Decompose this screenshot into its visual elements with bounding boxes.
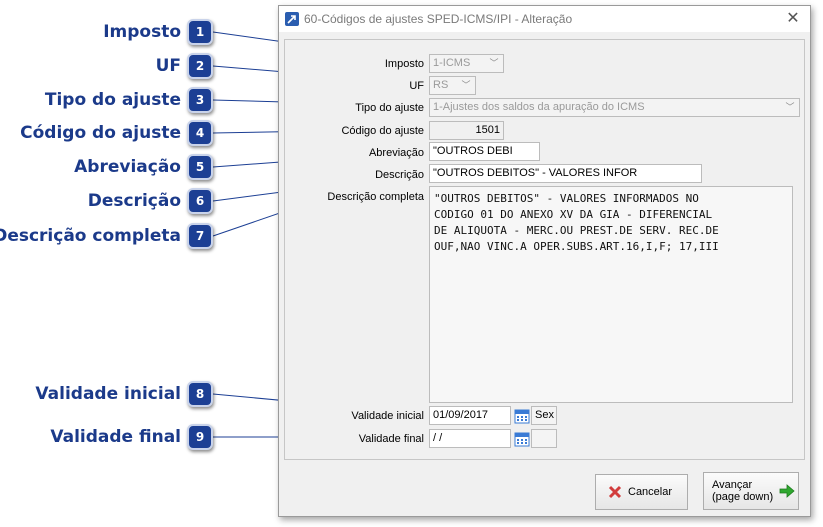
- callout-label-descricao-completa: Descrição completa: [0, 226, 181, 246]
- calendar-icon[interactable]: [514, 408, 530, 424]
- callout-label-validade-final: Validade final: [50, 427, 181, 447]
- uf-value: RS: [433, 79, 448, 91]
- callout-badge-1: 1: [187, 19, 213, 45]
- cancel-button-label: Cancelar: [628, 486, 672, 498]
- callout-label-codigo-ajuste: Código do ajuste: [20, 123, 181, 143]
- validade-final-label: Validade final: [359, 433, 424, 445]
- callout-label-imposto: Imposto: [103, 22, 181, 42]
- uf-label: UF: [409, 80, 424, 92]
- next-button-line1: Avançar: [712, 479, 773, 491]
- next-button-line2: (page down): [712, 491, 773, 503]
- dialog-window: 60-Códigos de ajustes SPED-ICMS/IPI - Al…: [278, 5, 811, 517]
- app-icon: [285, 12, 299, 26]
- abreviacao-label: Abreviação: [369, 147, 424, 159]
- title-bar[interactable]: 60-Códigos de ajustes SPED-ICMS/IPI - Al…: [279, 6, 810, 32]
- imposto-label: Imposto: [385, 58, 424, 70]
- callout-badge-9: 9: [187, 424, 213, 450]
- tipo-ajuste-select[interactable]: 1-Ajustes dos saldos da apuração do ICMS…: [429, 98, 800, 117]
- callout-label-abreviacao: Abreviação: [74, 157, 181, 177]
- abreviacao-field[interactable]: "OUTROS DEBI: [429, 142, 540, 161]
- close-icon[interactable]: ✕: [782, 9, 804, 29]
- callout-badge-6: 6: [187, 188, 213, 214]
- callout-badge-2: 2: [187, 53, 213, 79]
- chevron-down-icon[interactable]: ﹀: [459, 78, 473, 93]
- cancel-button[interactable]: Cancelar: [595, 474, 688, 510]
- callout-label-uf: UF: [156, 56, 181, 76]
- validade-inicial-weekday: Sex: [531, 406, 557, 425]
- descricao-completa-textarea[interactable]: "OUTROS DEBITOS" - VALORES INFORMADOS NO…: [429, 186, 793, 403]
- imposto-value: 1-ICMS: [433, 57, 470, 69]
- descricao-label: Descrição: [375, 169, 424, 181]
- callout-badge-5: 5: [187, 154, 213, 180]
- codigo-ajuste-label: Código do ajuste: [341, 125, 424, 137]
- callout-badge-3: 3: [187, 87, 213, 113]
- calendar-icon[interactable]: [514, 431, 530, 447]
- callout-badge-4: 4: [187, 120, 213, 146]
- descricao-completa-label: Descrição completa: [327, 191, 424, 203]
- window-title: 60-Códigos de ajustes SPED-ICMS/IPI - Al…: [304, 12, 572, 26]
- validade-inicial-field[interactable]: 01/09/2017: [429, 406, 511, 425]
- callout-label-validade-inicial: Validade inicial: [35, 384, 181, 404]
- imposto-select[interactable]: 1-ICMS ﹀: [429, 54, 504, 73]
- next-button-label: Avançar (page down): [712, 479, 773, 503]
- validade-inicial-label: Validade inicial: [351, 410, 424, 422]
- next-button[interactable]: Avançar (page down): [703, 472, 799, 510]
- callout-label-tipo-ajuste: Tipo do ajuste: [45, 90, 181, 110]
- tipo-ajuste-value: 1-Ajustes dos saldos da apuração do ICMS: [433, 101, 645, 113]
- chevron-down-icon[interactable]: ﹀: [487, 56, 501, 71]
- codigo-ajuste-field[interactable]: 1501: [429, 121, 504, 140]
- chevron-down-icon[interactable]: ﹀: [783, 100, 797, 115]
- callout-label-descricao: Descrição: [88, 191, 181, 211]
- cancel-x-icon: [608, 485, 622, 499]
- uf-select[interactable]: RS ﹀: [429, 76, 476, 95]
- validade-final-field[interactable]: / /: [429, 429, 511, 448]
- arrow-right-icon: [779, 484, 795, 498]
- validade-final-weekday: [531, 429, 557, 448]
- callout-badge-7: 7: [187, 223, 213, 249]
- callout-badge-8: 8: [187, 381, 213, 407]
- descricao-field[interactable]: "OUTROS DEBITOS" - VALORES INFOR: [429, 164, 702, 183]
- tipo-ajuste-label: Tipo do ajuste: [355, 102, 424, 114]
